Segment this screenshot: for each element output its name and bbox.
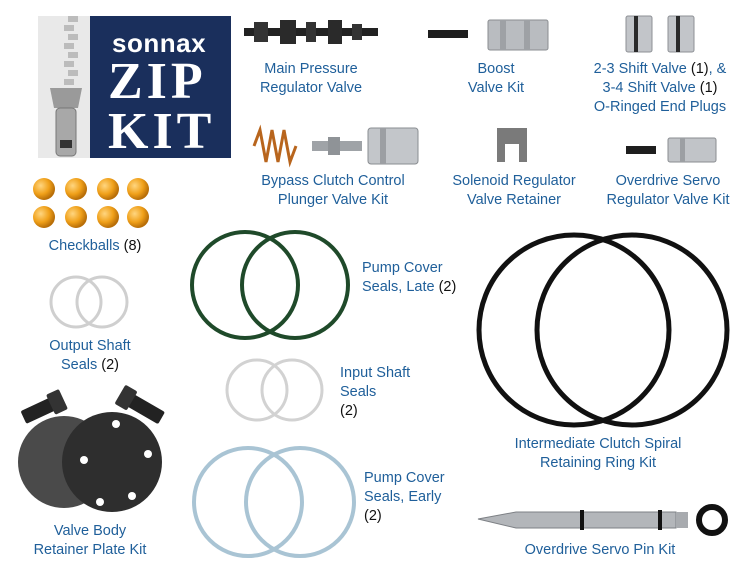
- checkballs-label: Checkballs (8): [48, 238, 142, 254]
- input-shaft-seals-image: [225, 358, 324, 422]
- zipper-icon: [50, 16, 82, 157]
- sonnax-zip-kit-logo: sonnax ZIP KIT: [38, 16, 231, 158]
- shift-valve-label: 2-3 Shift Valve (1), & 3-4 Shift Valve (…: [593, 61, 727, 115]
- product-line-1: ZIP: [108, 53, 207, 110]
- pump-cover-early-label: Pump Cover Seals, Early (2): [364, 470, 445, 524]
- checkballs-image: [33, 178, 149, 228]
- boost-valve-image: [428, 19, 549, 51]
- overdrive-servo-reg-image: [626, 137, 717, 163]
- main-pressure-valve-image: [244, 20, 378, 44]
- brand-text: sonnax: [112, 28, 207, 58]
- end-plugs-image: [625, 15, 695, 53]
- pump-cover-seals-late-image: [190, 230, 350, 340]
- spring-image: [252, 124, 298, 168]
- pump-cover-late-label: Pump Cover Seals, Late (2): [362, 260, 457, 295]
- product-line-2: KIT: [108, 103, 216, 160]
- overdrive-servo-pin-image: [477, 504, 728, 536]
- solenoid-retainer-image: [497, 128, 527, 162]
- output-shaft-seals-image: [49, 275, 129, 329]
- intermediate-rings-image: [476, 232, 730, 428]
- servo-pin-label: Overdrive Servo Pin Kit: [524, 542, 676, 558]
- input-shaft-label: Input Shaft Seals (2): [340, 365, 411, 419]
- output-shaft-label: Output Shaft Seals (2): [49, 338, 131, 373]
- pump-cover-seals-early-image: [192, 446, 356, 558]
- bypass-plunger-image: [312, 127, 419, 165]
- valve-body-plates-image: [18, 385, 165, 512]
